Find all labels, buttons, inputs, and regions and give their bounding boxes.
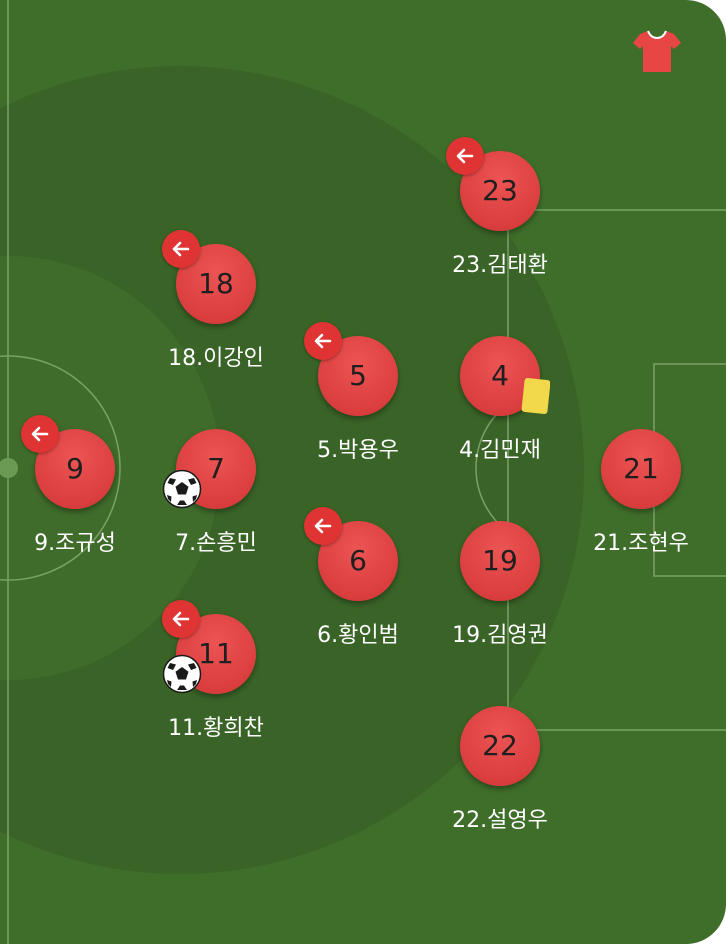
player-6[interactable]: 6 6.황인범: [304, 507, 402, 648]
player-23[interactable]: 23 23.김태환: [446, 137, 548, 278]
player-name: 9.조규성: [34, 531, 116, 556]
team-kit-icon[interactable]: [632, 28, 682, 74]
player-21[interactable]: 21 21.조현우: [593, 429, 689, 556]
yellow-card-icon: [521, 378, 550, 414]
player-marker[interactable]: [601, 429, 681, 509]
substitution-out-icon: [446, 137, 484, 175]
player-number: 11: [198, 637, 234, 670]
player-4[interactable]: 4 4.김민재: [459, 336, 550, 463]
player-name: 22.설영우: [452, 808, 548, 833]
soccer-ball-icon: [162, 469, 202, 509]
player-number: 6: [349, 544, 367, 577]
player-5[interactable]: 5 5.박용우: [304, 322, 402, 463]
substitution-out-icon: [304, 322, 342, 360]
player-marker[interactable]: [460, 521, 540, 601]
player-number: 22: [482, 729, 518, 762]
player-name: 5.박용우: [317, 438, 399, 463]
substitution-out-icon: [304, 507, 342, 545]
substitution-out-icon: [162, 600, 200, 638]
player-number: 18: [198, 267, 234, 300]
player-marker[interactable]: [460, 706, 540, 786]
player-number: 7: [207, 452, 225, 485]
player-number: 5: [349, 359, 367, 392]
player-7[interactable]: 7 7.손흥민: [162, 429, 260, 556]
soccer-ball-icon: [162, 654, 202, 694]
player-11[interactable]: 11 11.황희찬: [162, 600, 264, 741]
player-number: 21: [623, 452, 659, 485]
substitution-out-icon: [162, 230, 200, 268]
player-number: 4: [491, 359, 509, 392]
player-name: 11.황희찬: [168, 716, 264, 741]
player-name: 4.김민재: [459, 438, 541, 463]
player-9[interactable]: 9 9.조규성: [21, 415, 119, 556]
player-18[interactable]: 18 18.이강인: [162, 230, 264, 371]
player-name: 23.김태환: [452, 253, 548, 278]
player-name: 18.이강인: [168, 346, 264, 371]
substitution-out-icon: [21, 415, 59, 453]
player-22[interactable]: 22 22.설영우: [452, 706, 548, 833]
player-number: 19: [482, 544, 518, 577]
player-name: 21.조현우: [593, 531, 689, 556]
player-19[interactable]: 19 19.김영권: [452, 521, 548, 648]
player-name: 6.황인범: [317, 623, 399, 648]
player-number: 9: [66, 452, 84, 485]
player-number: 23: [482, 174, 518, 207]
player-name: 7.손흥민: [175, 531, 257, 556]
player-name: 19.김영권: [452, 623, 548, 648]
